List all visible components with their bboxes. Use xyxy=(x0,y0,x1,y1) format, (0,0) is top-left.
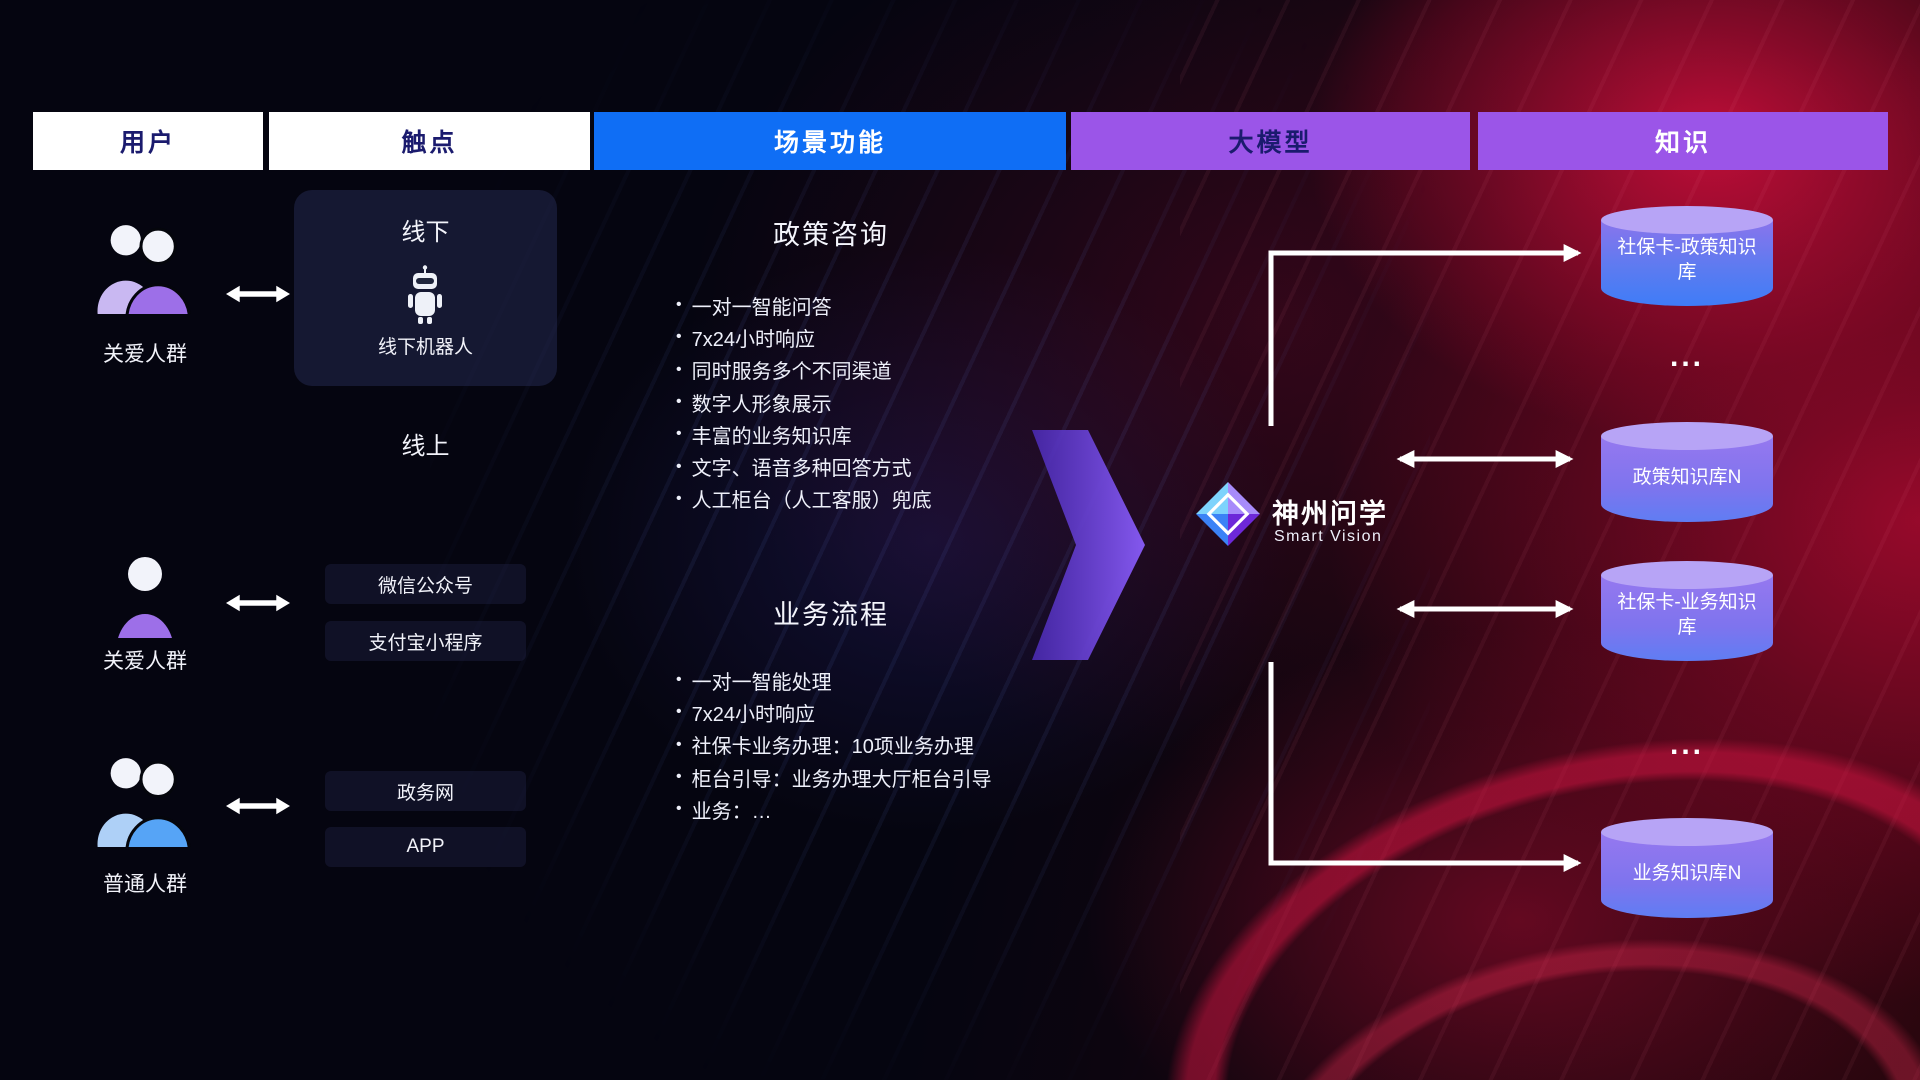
scenario-title-policy: 政策咨询 xyxy=(773,220,889,250)
kb-cylinder-business-n: 业务知识库N xyxy=(1601,818,1773,918)
header-scenarios: 场景功能 xyxy=(594,112,1066,170)
person-icon-purple xyxy=(118,557,172,638)
red-swoosh-inner xyxy=(1172,856,1920,1080)
bullet-item: 7x24小时响应 xyxy=(676,321,1146,353)
bullet-item: 社保卡业务办理：10项业务办理 xyxy=(676,729,1146,761)
header-knowledge: 知识 xyxy=(1478,112,1888,170)
kb-cylinder-policy-n: 政策知识库N xyxy=(1601,422,1773,522)
group-icon-purple xyxy=(97,225,191,314)
bullet-item: 文字、语音多种回答方式 xyxy=(676,450,1146,482)
bullet-item: 7x24小时响应 xyxy=(676,696,1146,728)
group-icon-blue xyxy=(97,758,191,847)
cylinder-top xyxy=(1601,206,1773,234)
kb-label: 政策知识库N xyxy=(1632,467,1742,488)
kb-label: 社保卡-政策知识库 xyxy=(1617,237,1757,283)
cylinder-body xyxy=(1601,436,1773,522)
cylinder-top xyxy=(1601,422,1773,450)
kb-cylinder-social-business: 社保卡-业务知识库 xyxy=(1601,561,1773,661)
channel-alipay: 支付宝小程序 xyxy=(325,621,526,661)
header-users: 用户 xyxy=(33,112,263,170)
channel-govweb: 政务网 xyxy=(325,771,526,811)
model-subtitle: Smart Vision xyxy=(1274,528,1383,545)
policy-bullet-list: 一对一智能问答 7x24小时响应 同时服务多个不同渠道 数字人形象展示 丰富的业… xyxy=(676,289,1146,515)
bullet-item: 业务：… xyxy=(676,793,1146,825)
user-group-label: 关爱人群 xyxy=(103,343,187,366)
model-name: 神州问学 xyxy=(1272,499,1388,529)
bullet-item: 人工柜台（人工客服）兜底 xyxy=(676,483,1146,515)
offline-robot-label: 线下机器人 xyxy=(377,337,473,358)
cylinder-body xyxy=(1601,575,1773,661)
cylinder-top xyxy=(1601,561,1773,589)
kb-ellipsis: ... xyxy=(1669,728,1704,761)
kb-ellipsis: ... xyxy=(1669,340,1704,373)
cylinder-body xyxy=(1601,220,1773,306)
header-model: 大模型 xyxy=(1071,112,1470,170)
bullet-item: 数字人形象展示 xyxy=(676,386,1146,418)
kb-label: 业务知识库N xyxy=(1632,863,1742,884)
kb-label: 社保卡-业务知识库 xyxy=(1617,592,1757,638)
logo-diamond-icon xyxy=(1196,482,1260,546)
channel-app: APP xyxy=(325,827,526,867)
user-group-label: 关爱人群 xyxy=(103,650,187,673)
flow-arrow xyxy=(1032,430,1145,660)
cylinder-body xyxy=(1601,832,1773,918)
bullet-item: 丰富的业务知识库 xyxy=(676,418,1146,450)
bullet-item: 一对一智能处理 xyxy=(676,664,1146,696)
bullet-item: 一对一智能问答 xyxy=(676,289,1146,321)
bullet-item: 同时服务多个不同渠道 xyxy=(676,354,1146,386)
red-swoosh-outer xyxy=(1047,608,1920,1080)
robot-icon xyxy=(408,265,442,324)
online-title: 线上 xyxy=(401,433,450,460)
cylinder-top xyxy=(1601,818,1773,846)
offline-title: 线下 xyxy=(401,219,450,246)
kb-cylinder-social-policy: 社保卡-政策知识库 xyxy=(1601,206,1773,306)
business-bullet-list: 一对一智能处理 7x24小时响应 社保卡业务办理：10项业务办理 柜台引导：业务… xyxy=(676,664,1146,825)
scenario-title-business: 业务流程 xyxy=(773,600,889,630)
double-arrow-icon xyxy=(226,797,290,815)
double-arrow-icon xyxy=(226,285,290,303)
header-touchpoints: 触点 xyxy=(269,112,590,170)
user-group-label: 普通人群 xyxy=(103,873,187,896)
bullet-item: 柜台引导：业务办理大厅柜台引导 xyxy=(676,761,1146,793)
double-arrow-icon xyxy=(226,594,290,612)
channel-wechat: 微信公众号 xyxy=(325,564,526,604)
